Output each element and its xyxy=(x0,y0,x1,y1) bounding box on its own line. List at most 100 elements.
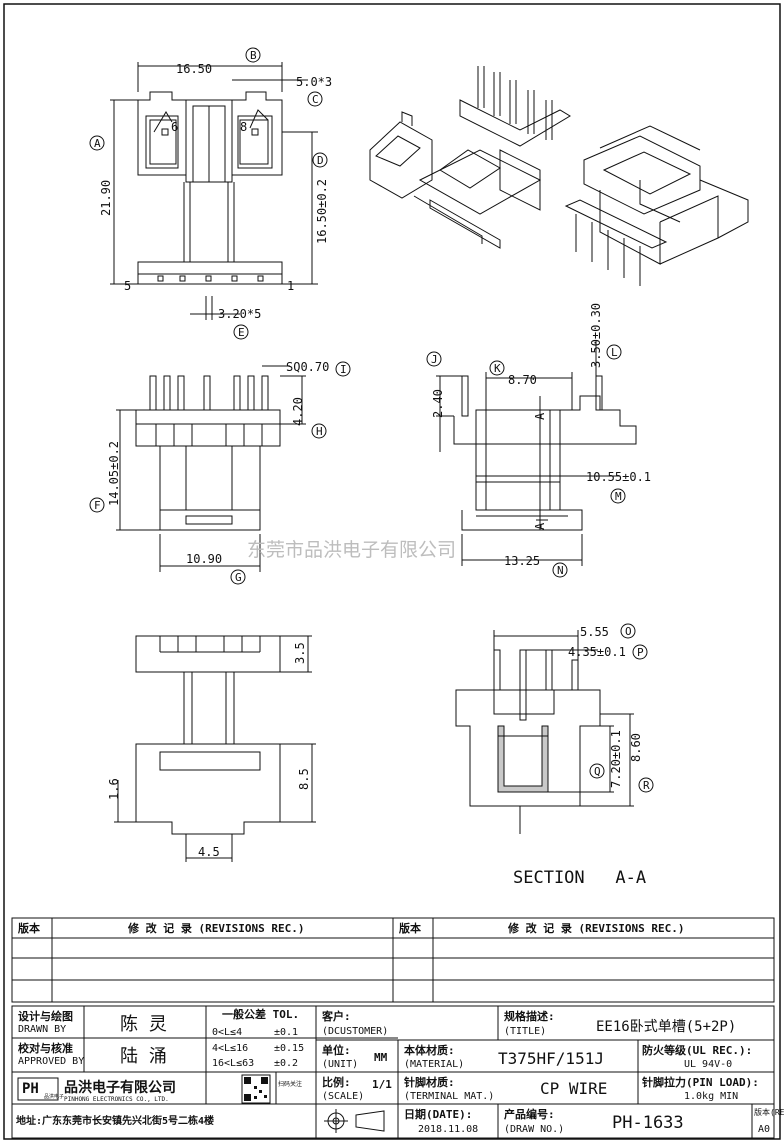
dim-front-pin-len: 4.20 xyxy=(291,397,305,426)
tol-value-1: ±0.1 xyxy=(274,1027,298,1038)
top-view xyxy=(89,47,328,340)
date-value: 2018.11.08 xyxy=(418,1124,478,1135)
dim-front-width: 10.90 xyxy=(186,552,222,566)
pin-load-label: 针脚拉力(PIN LOAD): xyxy=(642,1075,759,1089)
callout-R: R xyxy=(643,779,650,792)
dim-top-pin-pitch: 3.20*5 xyxy=(218,307,261,321)
unit-label-en: (UNIT) xyxy=(322,1059,358,1070)
drawn-by-label-en: DRAWN BY xyxy=(18,1024,66,1035)
dim-section-d3: 7.20±0.1 xyxy=(609,730,623,788)
spec-label-en: (TITLE) xyxy=(504,1026,546,1037)
dim-bottom-d2: 8.5 xyxy=(297,768,311,790)
callout-D: D xyxy=(317,154,324,167)
approved-by-label-en: APPROVED BY xyxy=(18,1056,84,1067)
material-label: 本体材质: xyxy=(404,1043,455,1057)
scale-label-en: (SCALE) xyxy=(322,1091,364,1102)
bottom-view xyxy=(114,635,316,862)
dim-front-sq: SQ0.70 xyxy=(286,360,329,374)
dim-top-width: 16.50 xyxy=(176,62,212,76)
top-view-labels: 16.50 5.0*3 21.90 16.50±0.2 3.20*5 B C A… xyxy=(94,49,332,339)
approved-by-name: 陆 涌 xyxy=(120,1046,167,1067)
fire-rating-value: UL 94V-0 xyxy=(684,1059,732,1070)
section-mark-A-top: A xyxy=(533,412,547,420)
material-label-en: (MATERIAL) xyxy=(404,1059,464,1070)
terminal-label-en: (TERMINAL MAT.) xyxy=(404,1091,494,1102)
front-view xyxy=(89,361,351,585)
callout-O: O xyxy=(625,625,632,638)
sheet-border xyxy=(3,3,781,1140)
dim-section-d2: 4.35±0.1 xyxy=(568,645,626,659)
dim-front-height: 14.05±0.2 xyxy=(107,441,121,506)
side-view xyxy=(426,340,637,578)
spec-value: EE16卧式单槽(5+2P) xyxy=(596,1019,736,1035)
terminal-value: CP WIRE xyxy=(540,1079,607,1098)
callout-N: N xyxy=(557,564,564,577)
section-view-labels: 5.55 4.35±0.1 7.20±0.1 8.60 O P Q R SECT… xyxy=(513,625,650,888)
revision-table xyxy=(11,917,775,1003)
dim-bottom-d3: 1.6 xyxy=(107,778,121,800)
scale-value: 1/1 xyxy=(372,1078,392,1091)
section-mark-A-bottom: A xyxy=(533,522,547,530)
callout-Q: Q xyxy=(594,765,601,778)
dim-side-d4: 10.55±0.1 xyxy=(586,470,651,484)
company-logo xyxy=(17,1077,59,1101)
dim-top-pitch: 5.0*3 xyxy=(296,75,332,89)
pin-label-8: 8 xyxy=(240,120,247,134)
callout-P: P xyxy=(637,646,644,659)
dim-section-d4: 8.60 xyxy=(629,733,643,762)
qr-code xyxy=(241,1074,271,1104)
scale-label: 比例: xyxy=(322,1075,351,1089)
customer-label-en: (DCUSTOMER) xyxy=(322,1026,388,1037)
bottom-view-labels: 3.5 8.5 1.6 4.5 xyxy=(107,642,311,859)
tol-range-2: 4<L≤16 xyxy=(212,1043,248,1054)
company-name-en: PINHONG ELECTRONICS CO., LTD. xyxy=(64,1096,169,1103)
watermark-text: 东莞市品洪电子有限公司 xyxy=(247,539,456,561)
date-label: 日期(DATE): xyxy=(404,1107,472,1121)
callout-J: J xyxy=(431,353,438,366)
dim-top-height: 21.90 xyxy=(99,180,113,216)
callout-I: I xyxy=(340,363,347,376)
callout-E: E xyxy=(238,326,245,339)
unit-label: 单位: xyxy=(322,1043,351,1057)
draw-no-label-en: (DRAW NO.) xyxy=(504,1124,564,1135)
section-title: SECTION A-A xyxy=(513,868,646,888)
title-block-grid xyxy=(11,1005,775,1139)
dim-bottom-d1: 3.5 xyxy=(293,642,307,664)
approved-by-label-cn: 校对与核准 xyxy=(18,1041,73,1055)
rev-label: 版本(REV): xyxy=(754,1107,784,1117)
callout-C: C xyxy=(312,93,319,106)
pin-label-1: 1 xyxy=(287,279,294,293)
company-name-cn: 品洪电子有限公司 xyxy=(64,1079,176,1096)
section-view xyxy=(455,623,654,834)
isometric-view-2 xyxy=(564,125,749,286)
tol-value-2: ±0.15 xyxy=(274,1043,304,1054)
draw-no-value: PH-1633 xyxy=(612,1113,684,1133)
side-view-labels: 2.40 8.70 3.50±0.30 10.55±0.1 13.25 J K … xyxy=(431,303,651,577)
pin-label-5: 5 xyxy=(124,279,131,293)
drawn-by-name: 陈 灵 xyxy=(120,1014,167,1035)
dim-bottom-d4: 4.5 xyxy=(198,845,220,859)
unit-value: MM xyxy=(374,1051,388,1064)
tol-range-1: 0<L≤4 xyxy=(212,1027,242,1038)
rev-col-rec-2: 修 改 记 录 (REVISIONS REC.) xyxy=(507,921,684,935)
callout-K: K xyxy=(494,362,501,375)
material-value: T375HF/151J xyxy=(498,1049,604,1068)
projection-symbol-icon xyxy=(324,1109,385,1133)
dim-section-d1: 5.55 xyxy=(580,625,609,639)
callout-G: G xyxy=(235,571,242,584)
callout-A: A xyxy=(94,137,101,150)
company-logo-sub: 品洪电子 xyxy=(44,1093,64,1100)
callout-H: H xyxy=(316,425,323,438)
callout-L: L xyxy=(611,346,618,359)
dim-top-height2: 16.50±0.2 xyxy=(315,179,329,244)
title-block-text: 设计与绘图 DRAWN BY 陈 灵 校对与核准 APPROVED BY 陆 涌… xyxy=(16,1007,784,1135)
qr-caption: 扫码关注 xyxy=(278,1080,302,1088)
tolerance-title: 一般公差 TOL. xyxy=(222,1007,299,1021)
rev-col-label-2: 版本 xyxy=(399,921,421,935)
tol-range-3: 16<L≤63 xyxy=(212,1058,254,1069)
rev-col-rec-1: 修 改 记 录 (REVISIONS REC.) xyxy=(127,921,304,935)
tol-value-3: ±0.2 xyxy=(274,1058,298,1069)
dim-side-d1: 2.40 xyxy=(431,389,445,418)
